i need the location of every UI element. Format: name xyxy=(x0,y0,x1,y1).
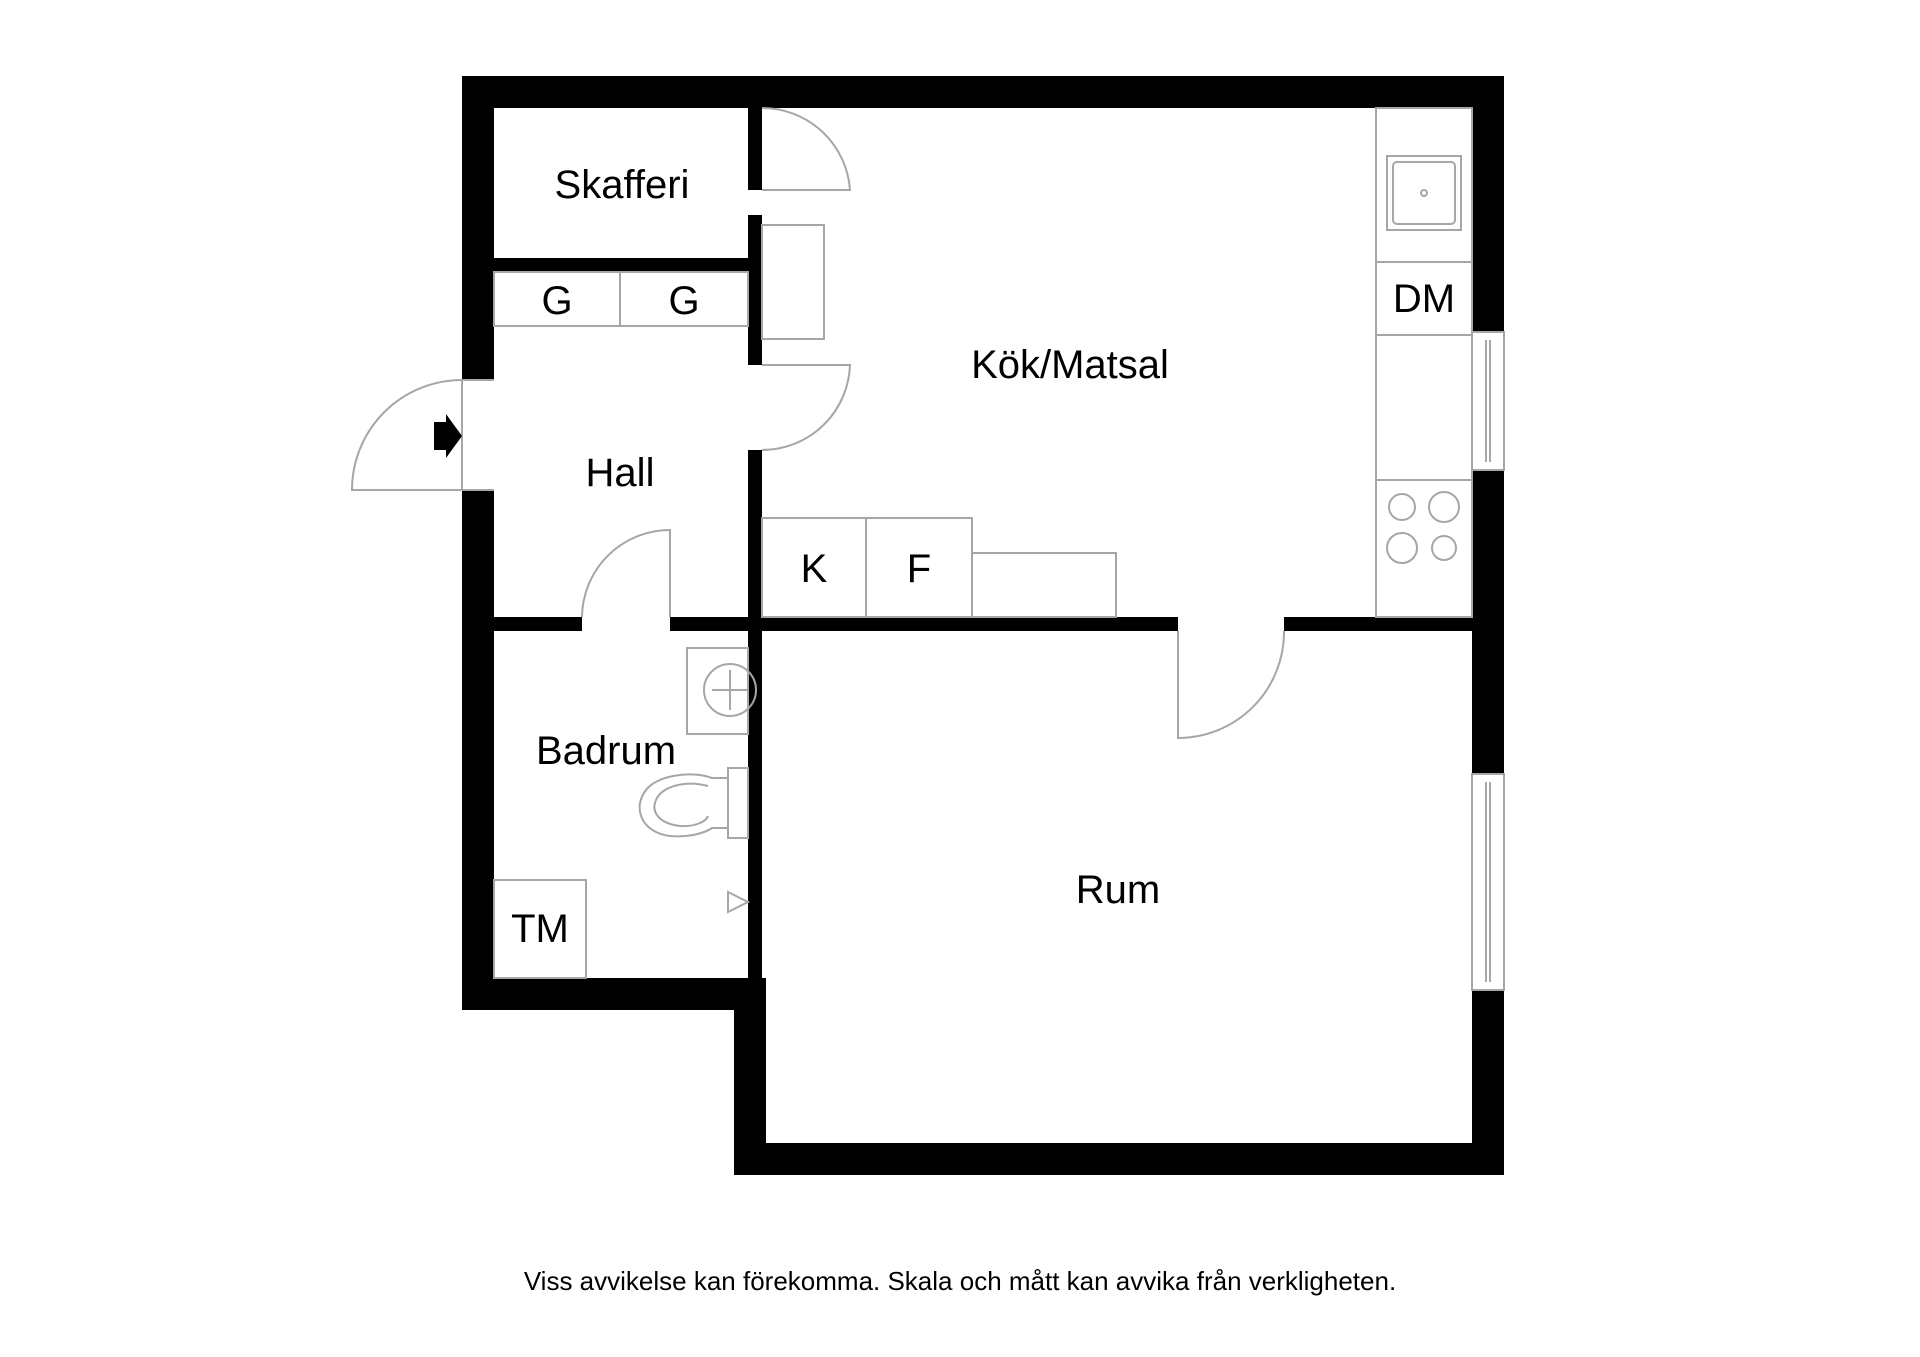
wall-kitchen-rum-1 xyxy=(762,617,1178,631)
room-label-rum: Rum xyxy=(1076,868,1160,912)
wall-rum-left xyxy=(734,978,766,1175)
label-garderob-2: G xyxy=(668,279,699,323)
wall-bath-top-1 xyxy=(494,617,582,631)
door-bathroom xyxy=(581,528,671,618)
toilet xyxy=(638,767,749,839)
room-labels: Skafferi Hall Kök/Matsal Badrum Rum xyxy=(536,163,1169,912)
wall-skafferi-bottom xyxy=(494,258,750,272)
window-rum xyxy=(1471,773,1505,991)
label-garderob-1: G xyxy=(541,279,572,323)
appliance-labels: G G DM K F TM xyxy=(511,277,1455,951)
door-skafferi xyxy=(761,106,852,191)
wall-right-1 xyxy=(1472,76,1504,332)
stove xyxy=(1386,491,1460,564)
wall-top xyxy=(462,76,1504,108)
wall-bath-top-2 xyxy=(670,617,762,631)
wall-kitchen-rum-2 xyxy=(1284,617,1472,631)
wall-right-2 xyxy=(1472,470,1504,774)
label-tvattmaskin: TM xyxy=(511,907,569,951)
doors xyxy=(350,106,1286,740)
label-frys: F xyxy=(907,547,931,591)
room-label-skafferi: Skafferi xyxy=(555,163,690,207)
room-label-badrum: Badrum xyxy=(536,729,676,773)
counter-right xyxy=(1375,107,1473,618)
door-rum xyxy=(1177,630,1286,740)
kitchen-sink xyxy=(1386,155,1462,231)
wall-right-3 xyxy=(1472,990,1504,1175)
entrance-arrow-icon xyxy=(434,414,462,458)
wall-left-lower xyxy=(462,490,494,1010)
window-kitchen xyxy=(1471,331,1505,471)
washing-machine-box xyxy=(493,879,587,979)
disclaimer-text: Viss avvikelse kan förekomma. Skala och … xyxy=(523,1266,1397,1296)
floor-drain xyxy=(727,890,751,914)
wall-hall-kitchen-2 xyxy=(748,215,762,365)
wall-left-upper xyxy=(462,76,494,380)
wall-bottom xyxy=(734,1143,1504,1175)
wall-hall-kitchen-1 xyxy=(748,108,762,190)
door-hall-kitchen xyxy=(761,364,852,451)
walls xyxy=(462,76,1504,1175)
label-kyl: K xyxy=(801,547,828,591)
wall-bath-bottom xyxy=(462,978,766,1010)
room-label-kok-matsal: Kök/Matsal xyxy=(971,343,1169,387)
door-entrance xyxy=(350,379,494,491)
counter-lower xyxy=(971,552,1117,618)
bathroom-sink xyxy=(686,647,757,735)
fixtures xyxy=(493,107,1473,979)
windows xyxy=(1471,331,1505,991)
room-label-hall: Hall xyxy=(586,451,655,495)
counter-upper-left xyxy=(761,224,825,340)
wardrobe-2 xyxy=(619,271,749,327)
label-diskmaskin: DM xyxy=(1393,277,1455,321)
wall-hall-kitchen-3 xyxy=(748,450,762,978)
